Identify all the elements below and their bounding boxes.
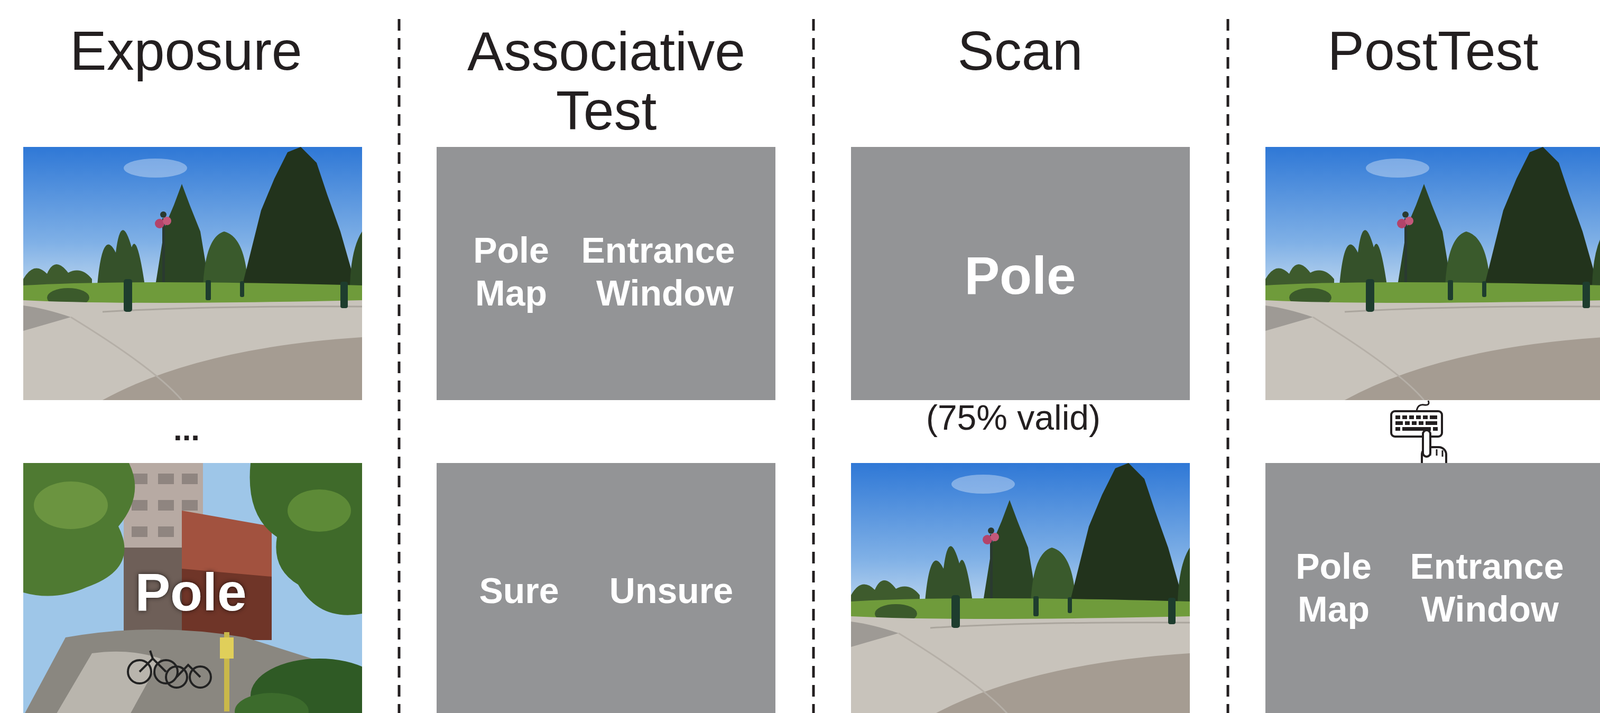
screen-word: Sure — [478, 572, 559, 609]
screen-word: Entrance — [1410, 548, 1565, 585]
keyboard-click-icon — [1391, 400, 1447, 471]
screen-word: Map — [1297, 590, 1370, 627]
screen-word: Pole — [964, 248, 1076, 302]
screen-word: Map — [475, 274, 548, 311]
column-heading: Scan — [957, 19, 1083, 83]
screen-word: Window — [596, 274, 734, 311]
ellipsis-note: ... — [173, 411, 200, 448]
choice-screen: Pole EntranceMap Window — [1265, 463, 1600, 713]
scene-photo — [1265, 146, 1600, 401]
screen-word: Pole — [473, 232, 550, 268]
cue-screen: Pole — [851, 146, 1190, 401]
column-heading: Exposure — [69, 19, 302, 83]
validity-note: (75% valid) — [926, 398, 1101, 439]
screen-word: Entrance — [581, 232, 736, 268]
screen-word: Pole — [134, 565, 247, 619]
screen-word: Window — [1421, 590, 1559, 627]
screen-word: Pole — [1295, 548, 1372, 585]
scene-photo — [23, 146, 363, 401]
dashed-divider — [812, 19, 816, 713]
confidence-screen: Sure Unsure — [436, 463, 776, 713]
scene-photo — [851, 463, 1190, 713]
column-heading: PostTest — [1327, 19, 1539, 83]
dashed-divider — [1226, 19, 1230, 713]
dashed-divider — [398, 19, 401, 713]
column-heading: Associative Test — [437, 21, 776, 141]
choice-screen: Pole EntranceMap Window — [436, 146, 776, 401]
stimulus-photo: Pole — [23, 463, 363, 713]
screen-word: Unsure — [609, 572, 734, 609]
